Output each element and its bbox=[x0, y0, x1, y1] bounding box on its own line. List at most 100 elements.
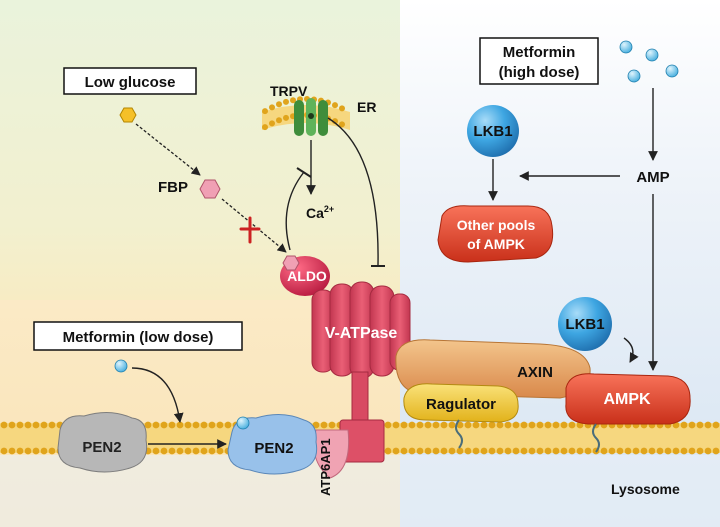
lipid-head bbox=[384, 421, 392, 429]
lipid-head bbox=[560, 447, 568, 455]
er-lipid-head bbox=[339, 105, 345, 112]
lipid-head bbox=[656, 447, 664, 455]
metformin-low-dose-box bbox=[33, 321, 243, 351]
lipid-head bbox=[640, 447, 648, 455]
low-glucose-box bbox=[63, 67, 197, 95]
er-label: ER bbox=[357, 99, 376, 115]
lipid-head bbox=[456, 447, 464, 455]
lipid-head bbox=[432, 421, 440, 429]
lkb1-bottom-protein bbox=[558, 297, 612, 351]
ragulator-label: Ragulator bbox=[426, 396, 496, 413]
lipid-head bbox=[208, 447, 216, 455]
lipid-head bbox=[512, 421, 520, 429]
lipid-head bbox=[464, 447, 472, 455]
trpv-label: TRPV bbox=[270, 83, 308, 99]
lipid-head bbox=[544, 421, 552, 429]
ca-superscript: 2+ bbox=[324, 204, 334, 214]
lipid-head bbox=[16, 447, 24, 455]
lipid-head bbox=[40, 447, 48, 455]
metformin-low-molecule-icon bbox=[114, 359, 128, 373]
amp-label: AMP bbox=[636, 169, 669, 186]
lipid-head bbox=[488, 447, 496, 455]
lipid-head bbox=[168, 421, 176, 429]
pen2-gray-protein bbox=[57, 412, 148, 473]
er-lipid-head bbox=[269, 120, 275, 127]
lipid-head bbox=[400, 447, 408, 455]
lipid-head bbox=[616, 447, 624, 455]
ca-label: Ca2+ bbox=[306, 204, 334, 221]
pen2-blue-label: PEN2 bbox=[254, 440, 293, 457]
lipid-head bbox=[680, 421, 688, 429]
trpv-inhibits-vatpase-line bbox=[327, 117, 379, 266]
lipid-head bbox=[704, 447, 712, 455]
lipid-head bbox=[160, 447, 168, 455]
metformin-low-dose-label: Metformin (low dose) bbox=[63, 329, 214, 346]
lipid-head bbox=[384, 447, 392, 455]
er-lipid-head bbox=[262, 124, 268, 131]
lipid-head bbox=[416, 447, 424, 455]
metformin-high-dose-line1: Metformin bbox=[503, 44, 576, 61]
pen2-gray-label: PEN2 bbox=[82, 439, 121, 456]
lipid-head bbox=[528, 447, 536, 455]
other-pools-line2: of AMPK bbox=[467, 236, 525, 252]
lipid-head bbox=[696, 447, 704, 455]
lipid-head bbox=[144, 421, 152, 429]
er-lipid-head bbox=[339, 121, 345, 128]
lkb1-to-ampk-arrow bbox=[623, 337, 639, 363]
lipid-head bbox=[464, 421, 472, 429]
pen2-bound-metformin-icon bbox=[236, 416, 250, 430]
er-lipid-head bbox=[262, 108, 268, 115]
lipid-head bbox=[152, 421, 160, 429]
lipid-head bbox=[48, 447, 56, 455]
er-lipid-head bbox=[283, 114, 289, 121]
lipid-head bbox=[216, 447, 224, 455]
glucose-molecule-icon bbox=[119, 107, 137, 123]
lipid-head bbox=[584, 447, 592, 455]
lipid-head bbox=[680, 447, 688, 455]
aldo-inhibits-trpv-bar bbox=[296, 167, 312, 178]
lipid-head bbox=[568, 447, 576, 455]
fbp-molecule-icon bbox=[199, 179, 221, 199]
pen2-blue-protein bbox=[227, 414, 318, 475]
lipid-head bbox=[480, 447, 488, 455]
low-glucose-label: Low glucose bbox=[85, 74, 176, 91]
lipid-head bbox=[392, 447, 400, 455]
ragulator-complex bbox=[403, 383, 519, 423]
trpv-channel bbox=[294, 98, 328, 136]
er-lipid-head bbox=[332, 102, 338, 109]
metformin-to-pen2-arrow bbox=[131, 367, 184, 423]
lipid-head bbox=[424, 447, 432, 455]
lipid-head bbox=[192, 421, 200, 429]
lipid-head bbox=[472, 447, 480, 455]
lipid-head bbox=[200, 447, 208, 455]
v-atpase-complex bbox=[311, 281, 411, 463]
lipid-head bbox=[552, 421, 560, 429]
lipid-head bbox=[528, 421, 536, 429]
lipid-head bbox=[672, 447, 680, 455]
lipid-head bbox=[32, 421, 40, 429]
lipid-head bbox=[400, 421, 408, 429]
lipid-head bbox=[24, 447, 32, 455]
lysosome-label: Lysosome bbox=[611, 481, 680, 497]
lipid-head bbox=[312, 421, 320, 429]
lipid-head bbox=[320, 421, 328, 429]
er-lipid-head bbox=[290, 97, 296, 104]
er-lipid-head bbox=[283, 98, 289, 105]
lipid-head bbox=[8, 447, 16, 455]
lipid-head bbox=[696, 421, 704, 429]
lipid-head bbox=[504, 421, 512, 429]
ampk-label: AMPK bbox=[603, 391, 651, 408]
fbp-to-aldo-arrow bbox=[221, 198, 287, 253]
lipid-head bbox=[688, 421, 696, 429]
lipid-head bbox=[480, 421, 488, 429]
lipid-head bbox=[520, 421, 528, 429]
lipid-head bbox=[648, 447, 656, 455]
lipid-head bbox=[664, 447, 672, 455]
lipid-head bbox=[608, 447, 616, 455]
ragulator-membrane-anchor bbox=[455, 419, 463, 449]
metformin-high-dose-box bbox=[479, 37, 599, 85]
lipid-head bbox=[408, 447, 416, 455]
lipid-head bbox=[32, 447, 40, 455]
ampk-membrane-anchor bbox=[592, 423, 600, 453]
lipid-head bbox=[432, 447, 440, 455]
